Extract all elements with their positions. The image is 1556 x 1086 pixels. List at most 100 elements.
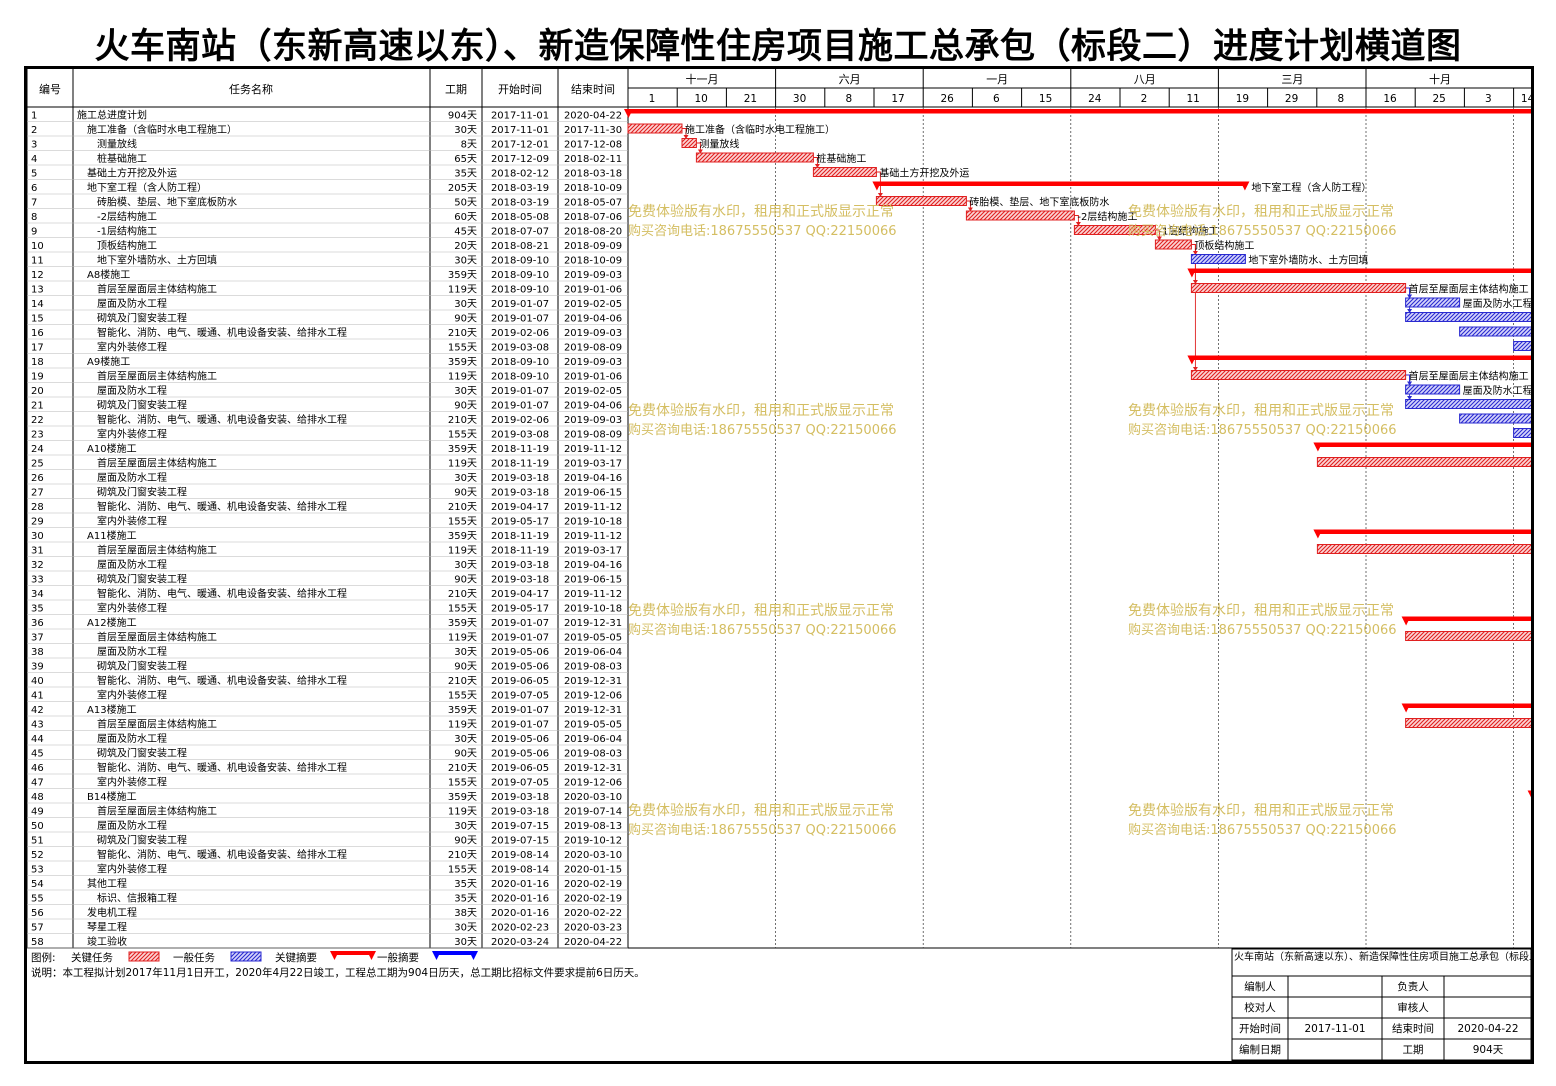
task-end: 2020-03-10 [564, 850, 622, 861]
normal-task-bar [1405, 399, 1531, 409]
summary-start-cap [624, 109, 633, 118]
task-name: 屋面及防水工程 [97, 819, 167, 832]
summary-start-cap [872, 181, 882, 191]
normal-task-bar [1459, 326, 1531, 337]
task-start: 2020-02-23 [491, 923, 549, 934]
task-id: 34 [31, 589, 44, 600]
task-id: 6 [31, 183, 37, 194]
task-end: 2019-06-15 [564, 488, 622, 499]
dependency-arrow [1407, 396, 1413, 400]
task-end: 2018-08-20 [564, 227, 622, 238]
task-start: 2019-07-05 [491, 778, 549, 789]
task-duration: 210天 [448, 850, 477, 861]
task-end: 2020-02-19 [564, 894, 622, 905]
task-name: 室内外装修工程 [97, 341, 167, 354]
task-start: 2019-02-06 [491, 328, 549, 339]
task-end: 2019-06-04 [564, 647, 622, 658]
critical-task-bar [1190, 370, 1407, 380]
task-duration: 30天 [454, 560, 477, 571]
task-id: 30 [31, 531, 44, 542]
info-cell: 审核人 [1397, 1001, 1429, 1014]
watermark-text: 购买咨询电话:18675550537 QQ:22150066 [1128, 223, 1397, 239]
task-duration: 35天 [454, 169, 477, 180]
dependency-arrow [1192, 367, 1198, 371]
task-duration: 155天 [448, 430, 477, 441]
task-duration: 904天 [448, 111, 477, 122]
watermark-text: 免费体验版有水印，租用和正式版显示正常 [1128, 603, 1394, 619]
task-id: 25 [31, 459, 44, 470]
task-duration: 119天 [448, 372, 477, 383]
bar-label: 首层至屋面层主体结构施工 [1409, 283, 1529, 296]
task-duration: 90天 [454, 314, 477, 325]
task-id: 3 [31, 140, 37, 151]
critical-task-bar [1316, 544, 1531, 554]
task-start: 2019-06-05 [491, 763, 549, 774]
task-id: 7 [31, 198, 37, 209]
task-end: 2019-03-17 [564, 546, 622, 557]
task-id: 13 [31, 285, 44, 296]
legend-swatch-cap [432, 951, 441, 960]
task-start: 2019-05-17 [491, 517, 549, 528]
task-name: 首层至屋面层主体结构施工 [97, 718, 217, 731]
task-name: 顶板结构施工 [97, 239, 157, 252]
task-start: 2019-04-17 [491, 589, 549, 600]
watermark-text: 免费体验版有水印，租用和正式版显示正常 [628, 403, 894, 419]
task-name: 屋面及防水工程 [97, 384, 167, 397]
critical-task-bar [695, 152, 814, 163]
watermark-text: 购买咨询电话:18675550537 QQ:22150066 [1128, 822, 1397, 838]
task-end: 2019-11-12 [564, 589, 622, 600]
task-start: 2018-11-19 [491, 444, 549, 455]
task-name: 砌筑及门窗安装工程 [97, 573, 187, 586]
task-start: 2019-03-08 [491, 430, 549, 441]
timescale-month: 十月 [1429, 72, 1451, 86]
watermark-text: 购买咨询电话:18675550537 QQ:22150066 [628, 223, 897, 239]
task-start: 2019-01-07 [491, 314, 549, 325]
task-duration: 8天 [461, 140, 477, 151]
task-end: 2020-02-22 [564, 908, 622, 919]
task-end: 2018-05-07 [564, 198, 622, 209]
task-duration: 210天 [448, 328, 477, 339]
task-end: 2019-04-16 [564, 473, 622, 484]
task-duration: 30天 [454, 821, 477, 832]
task-name: 测量放线 [97, 138, 137, 151]
task-start: 2019-03-18 [491, 792, 549, 803]
task-id: 35 [31, 604, 44, 615]
task-id: 26 [31, 473, 44, 484]
task-name: 室内外装修工程 [97, 863, 167, 876]
critical-task-bar [627, 123, 683, 134]
timescale-month: 三月 [1281, 73, 1303, 86]
task-id: 4 [31, 154, 37, 165]
task-name: 竣工验收 [87, 935, 127, 948]
bar-label: 地下室工程（含人防工程） [1251, 181, 1371, 194]
task-duration: 30天 [454, 125, 477, 136]
task-name: 智能化、消防、电气、暖通、机电设备安装、给排水工程 [97, 587, 347, 600]
task-name: 首层至屋面层主体结构施工 [97, 370, 217, 383]
column-header: 任务名称 [229, 82, 273, 96]
task-end: 2019-11-12 [564, 502, 622, 513]
timescale-day: 6 [993, 93, 1000, 105]
dependency-link [1191, 244, 1196, 369]
task-id: 51 [31, 836, 44, 847]
info-project: 火车南站（东新高速以东）、新造保障性住房项目施工总承包（标段二） [1234, 950, 1531, 963]
task-id: 44 [31, 734, 44, 745]
task-duration: 35天 [454, 879, 477, 890]
task-start: 2019-03-18 [491, 575, 549, 586]
task-id: 22 [31, 415, 44, 426]
task-name: 屋面及防水工程 [97, 645, 167, 658]
summary-start-cap [1187, 268, 1197, 278]
task-duration: 210天 [448, 589, 477, 600]
timescale-month: 八月 [1134, 73, 1156, 86]
task-duration: 20天 [454, 241, 477, 252]
task-end: 2019-09-03 [564, 270, 622, 281]
legend-swatch [128, 951, 160, 962]
task-start: 2019-01-07 [491, 720, 549, 731]
task-name: 砌筑及门窗安装工程 [97, 747, 187, 760]
dependency-link [1074, 215, 1079, 224]
task-end: 2019-08-03 [564, 749, 622, 760]
summary-bar [1405, 616, 1531, 621]
task-id: 39 [31, 662, 44, 673]
timescale-day: 30 [793, 93, 806, 105]
task-end: 2019-11-12 [564, 444, 622, 455]
task-duration: 155天 [448, 604, 477, 615]
task-start: 2017-12-09 [491, 154, 549, 165]
